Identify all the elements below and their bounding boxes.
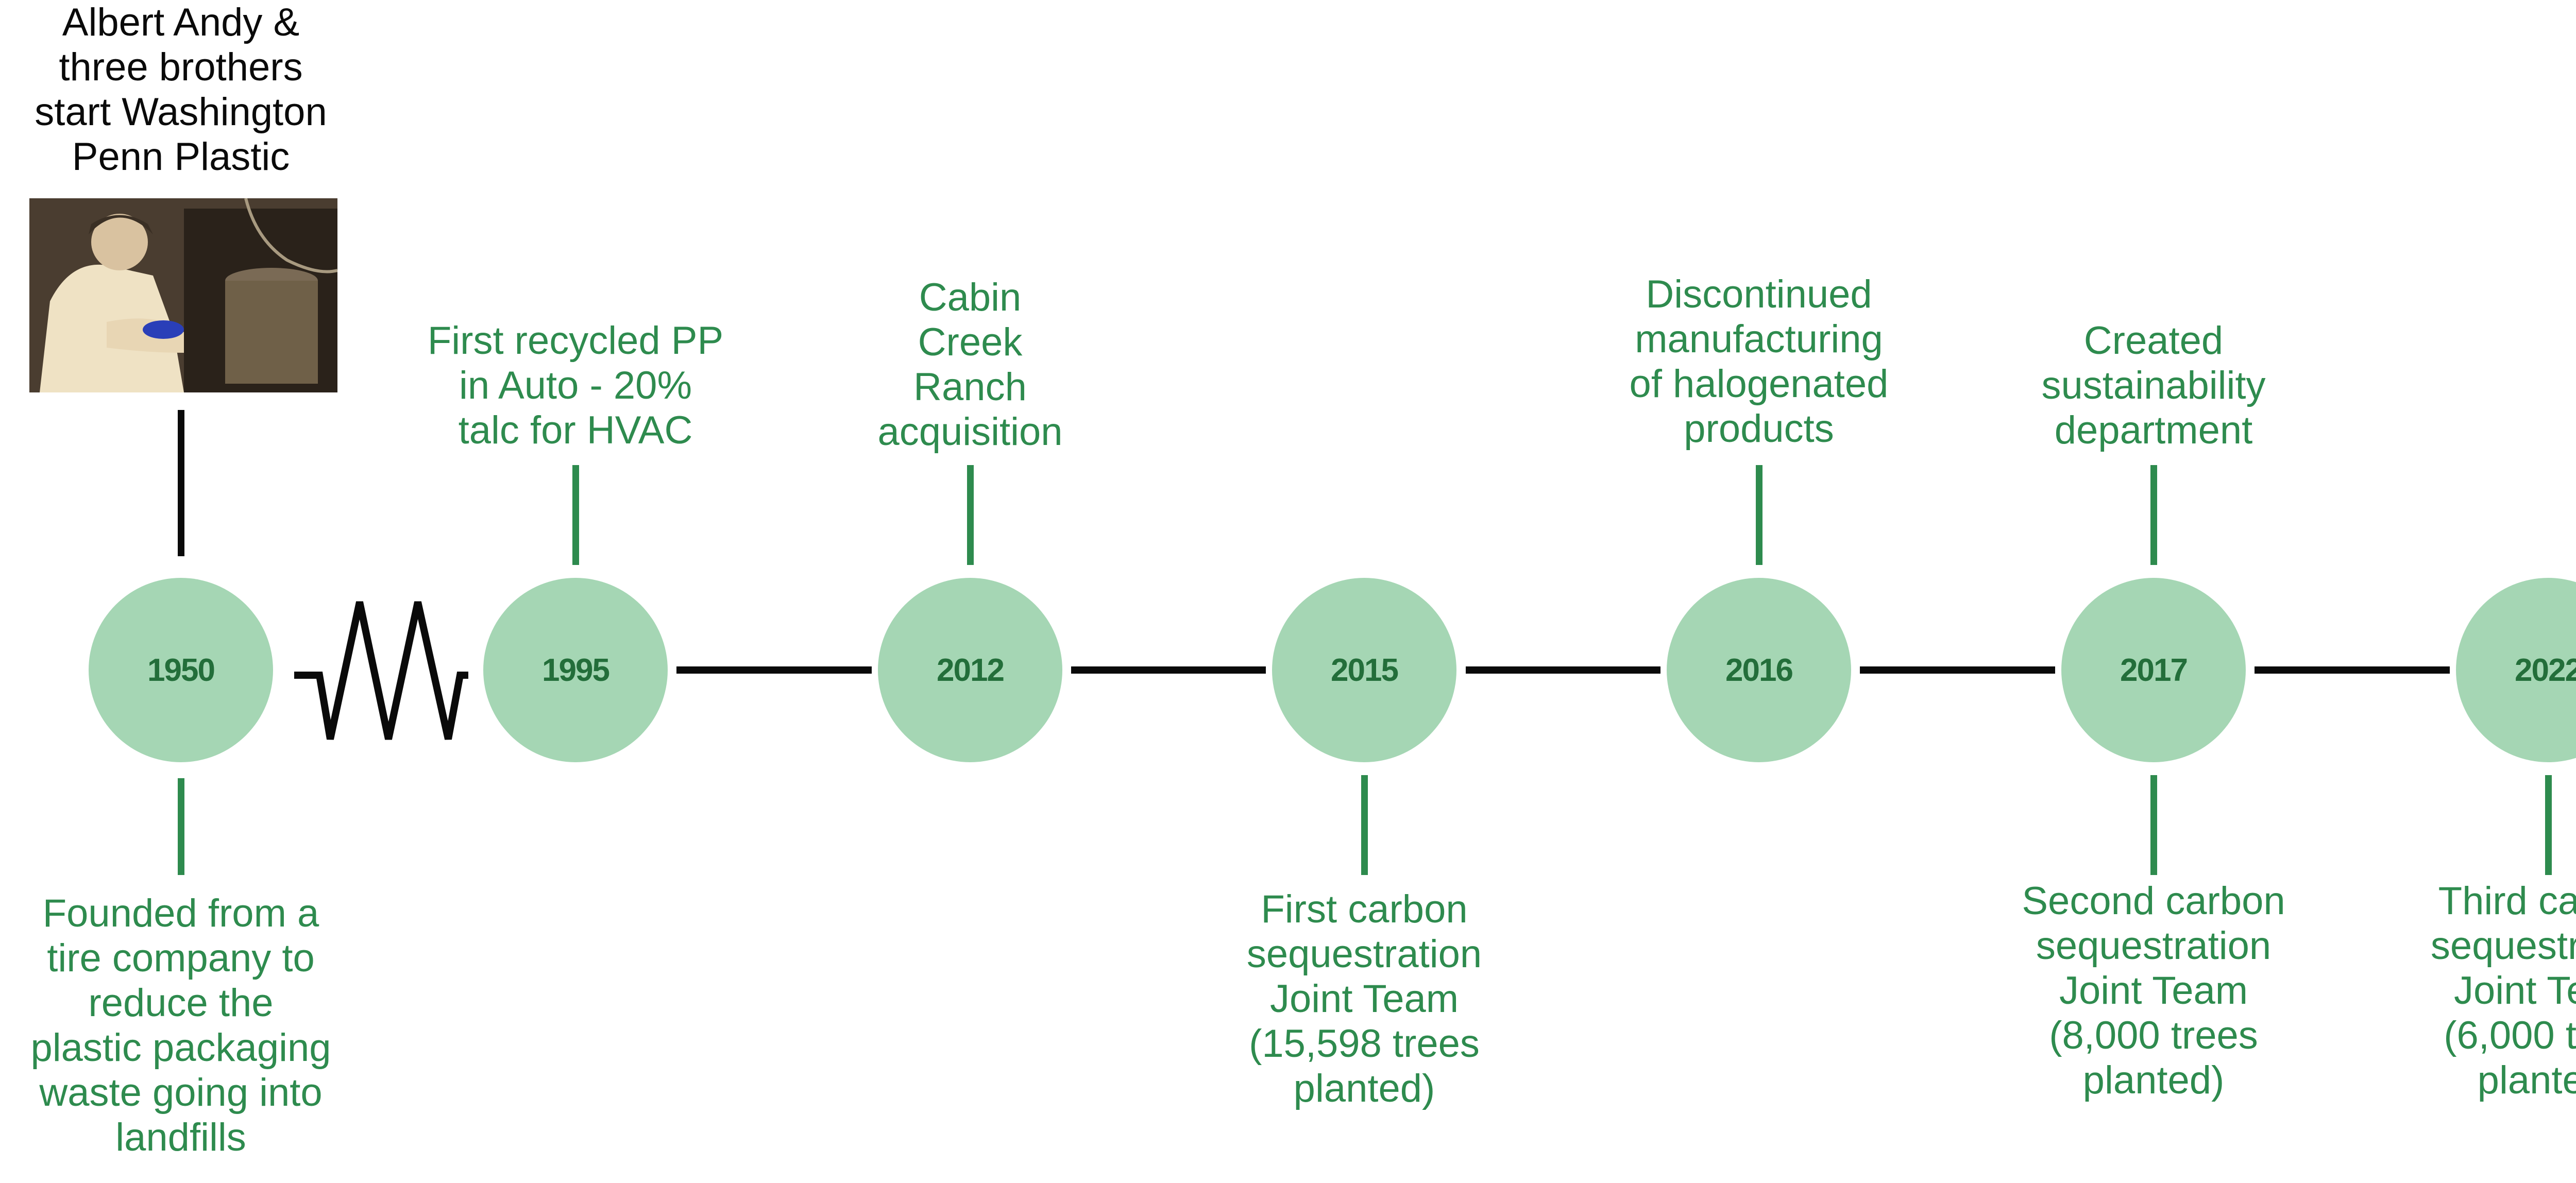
text-line: reduce the (88, 981, 274, 1025)
founders-caption: Albert Andy & three brothers start Washi… (0, 0, 438, 179)
text-line: Created (2083, 319, 2224, 363)
milestone-1995: 1995 (483, 578, 668, 762)
milestone-2015: 2015 (1272, 578, 1456, 762)
text-line: Joint Team (2059, 969, 2248, 1013)
text-line: (8,000 trees (2049, 1014, 2258, 1057)
stem-1995-top (572, 465, 579, 565)
text-line: tire company to (47, 936, 315, 980)
timeline-break-zigzag-icon (294, 601, 468, 740)
milestone-2016: 2016 (1667, 578, 1851, 762)
stem-2022-bottom (2545, 775, 2552, 875)
founder-photo-illustration (29, 198, 337, 392)
text-line: First carbon (1261, 887, 1468, 931)
text-line: sequestration (2430, 924, 2576, 968)
text-line: Founded from a (42, 891, 319, 935)
text-line: waste going into (39, 1071, 323, 1115)
stem-2017-top (2150, 465, 2157, 565)
text-line: Third carbon (2438, 879, 2576, 923)
text-line: sustainability (2041, 364, 2266, 407)
text-line: acquisition (877, 410, 1063, 454)
connector-line (1071, 666, 1266, 674)
text-line: talc for HVAC (458, 408, 693, 452)
text-line: Second carbon (2022, 879, 2285, 923)
text-line: Discontinued (1646, 272, 1872, 316)
year-label: 2016 (1725, 652, 1793, 688)
stem-2015-bottom (1361, 775, 1368, 875)
event-2017-bottom-description: Second carbon sequestration Joint Team (… (1896, 879, 2411, 1103)
text-line: sequestration (1246, 932, 1482, 976)
caption-line: Albert Andy & (62, 1, 300, 44)
stem-2017-bottom (2150, 775, 2157, 875)
year-label: 2015 (1331, 652, 1399, 688)
text-line: (15,598 trees (1249, 1022, 1480, 1066)
event-1995-description: First recycled PP in Auto - 20% talc for… (318, 318, 833, 453)
text-line: Creek (918, 320, 1023, 364)
stem-2012-top (967, 465, 974, 565)
stem-2016-top (1756, 465, 1762, 565)
year-label: 2012 (937, 652, 1005, 688)
year-label: 2017 (2120, 652, 2188, 688)
text-line: products (1684, 407, 1834, 451)
stem-1950-top (178, 410, 184, 556)
text-line: First recycled PP (427, 319, 724, 363)
connector-line (1466, 666, 1660, 674)
event-2016-description: Discontinued manufacturing of halogenate… (1501, 272, 2016, 451)
founder-photo (29, 198, 337, 392)
event-2017-top-description: Created sustainability department (1896, 318, 2411, 453)
text-line: planted) (2477, 1058, 2576, 1102)
text-line: (6,000 trees (2444, 1014, 2576, 1057)
text-line: sequestration (2036, 924, 2272, 968)
text-line: planted) (2082, 1058, 2225, 1102)
milestone-1950: 1950 (89, 578, 273, 762)
year-label: 1950 (147, 652, 215, 688)
event-2012-description: Cabin Creek Ranch acquisition (713, 275, 1228, 454)
event-2015-description: First carbon sequestration Joint Team (1… (1107, 887, 1622, 1111)
year-label: 1995 (542, 652, 610, 688)
caption-line: three brothers (59, 45, 303, 89)
text-line: manufacturing (1635, 317, 1883, 361)
text-line: Joint Team (2453, 969, 2576, 1013)
milestone-2017: 2017 (2061, 578, 2246, 762)
caption-line: Penn Plastic (72, 135, 290, 179)
event-2022-description: Third carbon sequestration Joint Team (6… (2291, 879, 2576, 1103)
text-line: of halogenated (1629, 362, 1889, 406)
year-label: 2022 (2515, 652, 2576, 688)
caption-line: start Washington (35, 90, 327, 134)
event-1950-description: Founded from a tire company to reduce th… (0, 891, 438, 1160)
connector-line (676, 666, 872, 674)
text-line: Cabin (919, 276, 1022, 319)
stem-1950-bottom (178, 778, 184, 875)
milestone-2022: 2022 (2456, 578, 2576, 762)
connector-line (2255, 666, 2450, 674)
text-line: department (2054, 408, 2253, 452)
text-line: Ranch (913, 365, 1027, 409)
text-line: in Auto - 20% (459, 364, 692, 407)
text-line: Joint Team (1269, 977, 1459, 1021)
text-line: landfills (115, 1116, 246, 1159)
text-line: planted) (1293, 1067, 1435, 1110)
milestone-2012: 2012 (878, 578, 1062, 762)
connector-line (1860, 666, 2055, 674)
text-line: plastic packaging (30, 1026, 331, 1070)
